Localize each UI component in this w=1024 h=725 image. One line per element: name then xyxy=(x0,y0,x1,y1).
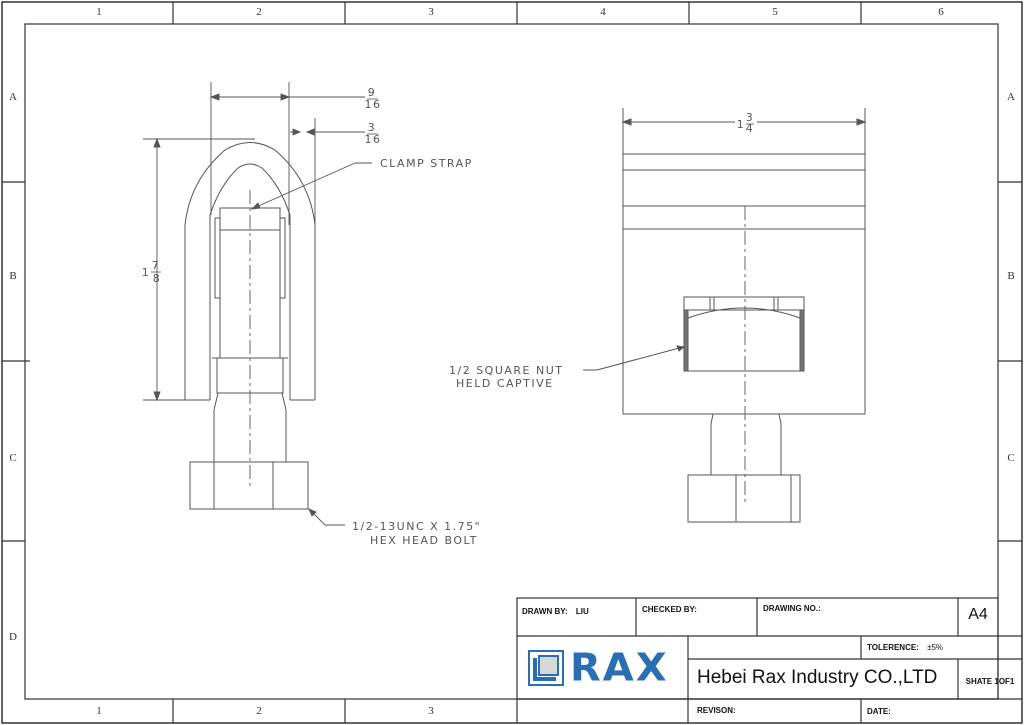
svg-text:16: 16 xyxy=(365,98,382,111)
paper-size: A4 xyxy=(968,606,988,623)
svg-text:4: 4 xyxy=(746,122,755,135)
rax-logo-text: RAX xyxy=(570,646,669,690)
svg-text:16: 16 xyxy=(365,133,382,146)
left-view xyxy=(184,142,316,510)
zone-row-c-right: C xyxy=(1007,452,1015,464)
nut-callout-line1: 1/2 SQUARE NUT xyxy=(449,364,564,377)
tolerance-label: TOLERENCE: xyxy=(867,643,919,652)
drawing-no-label: DRAWING NO.: xyxy=(763,604,821,613)
zone-col-3-top: 3 xyxy=(428,6,434,18)
right-view xyxy=(583,108,867,523)
zone-row-b-left: B xyxy=(9,270,17,282)
rax-logo: RAX xyxy=(528,646,669,690)
svg-text:9: 9 xyxy=(368,86,377,99)
zone-row-b-right: B xyxy=(1007,270,1015,282)
company-name: Hebei Rax Industry CO.,LTD xyxy=(697,667,938,688)
drawn-by-value: LIU xyxy=(575,607,589,616)
rax-logo-icon xyxy=(528,650,564,686)
zone-col-1-bottom: 1 xyxy=(96,705,102,717)
zone-row-a-left: A xyxy=(9,91,17,103)
drawn-by-label: DRAWN BY: xyxy=(522,607,568,616)
bolt-callout-line1: 1/2-13UNC X 1.75" xyxy=(352,520,481,533)
left-view-dimensions xyxy=(143,82,372,526)
svg-text:7: 7 xyxy=(152,259,161,272)
left-dim-height: 1 7 8 xyxy=(142,259,162,285)
nut-callout-line2: HELD CAPTIVE xyxy=(456,377,554,390)
checked-by-label: CHECKED BY: xyxy=(642,605,697,614)
svg-text:3: 3 xyxy=(368,121,377,134)
bolt-callout-line2: HEX HEAD BOLT xyxy=(370,534,478,547)
zone-col-6-top: 6 xyxy=(938,6,944,18)
right-dim-1-3-4: 1 3 4 xyxy=(737,111,755,135)
tolerance-value: ±5% xyxy=(927,643,944,652)
date-label: DATE: xyxy=(867,707,891,716)
svg-text:1: 1 xyxy=(737,118,746,131)
checked-by-field: CHECKED BY: xyxy=(642,605,697,614)
svg-text:8: 8 xyxy=(153,272,162,285)
title-block-grid xyxy=(516,597,1022,723)
left-dim-9-16: 9 16 xyxy=(365,86,382,111)
zone-row-d-left: D xyxy=(9,631,17,643)
zone-col-4-top: 4 xyxy=(600,6,606,18)
zone-col-2-top: 2 xyxy=(256,6,262,18)
zone-col-2-bottom: 2 xyxy=(256,705,262,717)
left-dim-3-16: 3 16 xyxy=(365,121,382,146)
tolerance-field: TOLERENCE: ±5% xyxy=(867,643,943,652)
zone-col-5-top: 5 xyxy=(772,6,778,18)
zone-row-a-right: A xyxy=(1007,91,1015,103)
zone-col-3-bottom: 3 xyxy=(428,705,434,717)
svg-text:1: 1 xyxy=(142,266,151,279)
drawn-by-field: DRAWN BY: LIU xyxy=(522,607,589,616)
drawing-no-field: DRAWING NO.: xyxy=(763,604,821,613)
sheet-number: SHATE 1OF1 xyxy=(965,677,1015,686)
svg-text:3: 3 xyxy=(746,111,755,124)
clamp-strap-callout: CLAMP STRAP xyxy=(380,157,473,170)
revision-label: REVISON: xyxy=(697,706,736,715)
zone-col-1-top: 1 xyxy=(96,6,102,18)
zone-row-c-left: C xyxy=(9,452,17,464)
